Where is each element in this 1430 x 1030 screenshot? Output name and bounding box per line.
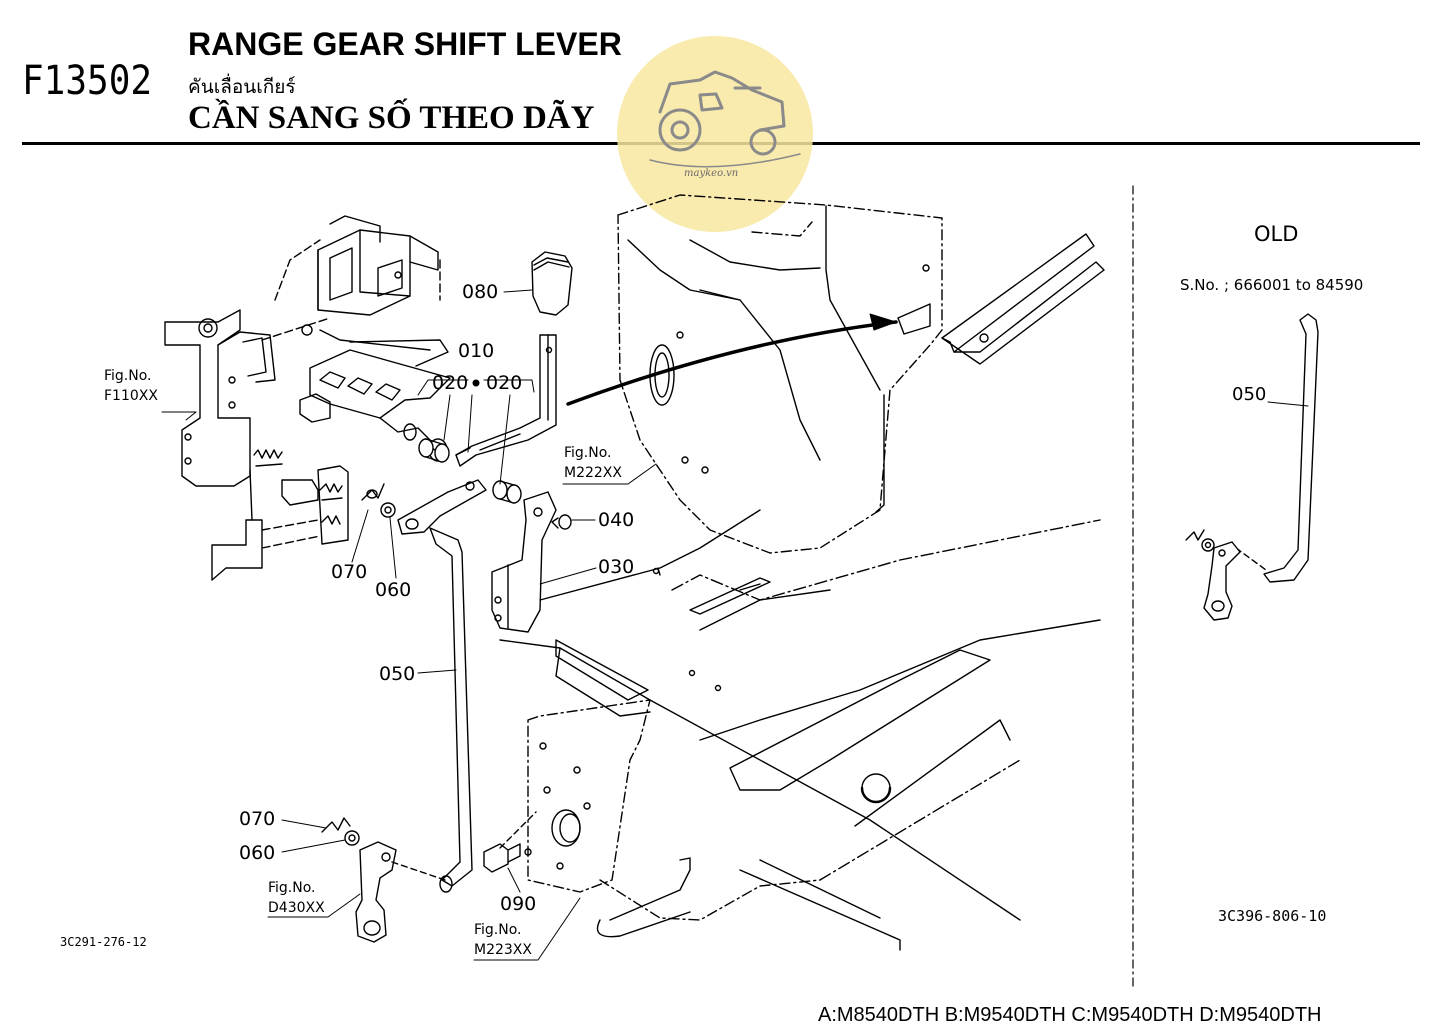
lower-lever [321,817,446,943]
bolt-090 [483,811,537,873]
fig-ref-f110-code: F110XX [104,388,158,404]
old-panel-title: OLD [1254,222,1299,246]
callout-020-left: 020 [432,372,469,394]
callout-010: 010 [458,340,495,362]
fig-ref-m222-code: M222XX [564,465,622,481]
old-callout-050: 050 [1232,384,1267,405]
link-arm [397,479,487,535]
housing-m222 [617,194,1105,554]
callout-040: 040 [598,509,635,531]
figure-code: F13502 [22,58,153,104]
callout-060-upper: 060 [375,579,412,601]
fig-ref-f110-label: Fig.No. [104,368,152,384]
callout-090: 090 [500,893,537,915]
callout-020-right: 020 [486,372,523,394]
location-arrow [566,313,898,406]
bushing-020 [418,438,522,504]
title-thai: คันเลื่อนเกียร์ [188,76,296,98]
callout-070-lower: 070 [239,808,276,830]
title-english: RANGE GEAR SHIFT LEVER [188,26,622,62]
callout-leaders [161,289,657,961]
title-vietnamese: CẦN SANG SỐ THEO DÃY [188,100,595,136]
shift-lever [455,251,573,467]
watermark-text: maykeo.vn [684,168,739,179]
callout-060-lower: 060 [239,842,276,864]
callout-030: 030 [598,556,635,578]
old-panel-ref: 3C396-806-10 [1218,907,1327,925]
bracket-030 [491,491,572,633]
old-panel-serial: S.No. ; 666001 to 84590 [1180,276,1364,294]
fig-ref-m222-label: Fig.No. [564,445,612,461]
mounting-bracket [164,215,451,581]
callout-050: 050 [379,663,416,685]
shift-rod-050 [429,527,473,893]
callout-080: 080 [462,281,499,303]
tractor-icon [649,70,801,168]
fig-ref-d430-label: Fig.No. [268,880,316,896]
diagram-ref: 3C291-276-12 [60,935,147,949]
watermark-logo [617,36,813,232]
old-shift-rod [1185,313,1319,621]
model-list: A:M8540DTH B:M9540DTH C:M9540DTH D:M9540… [818,1004,1322,1026]
fig-ref-m223-label: Fig.No. [474,922,522,938]
clip-070-upper [361,483,396,518]
fig-ref-d430-code: D430XX [268,900,325,916]
fig-ref-m223-code: M223XX [474,942,532,958]
callout-070-upper: 070 [331,561,368,583]
transmission-case [499,509,1101,951]
